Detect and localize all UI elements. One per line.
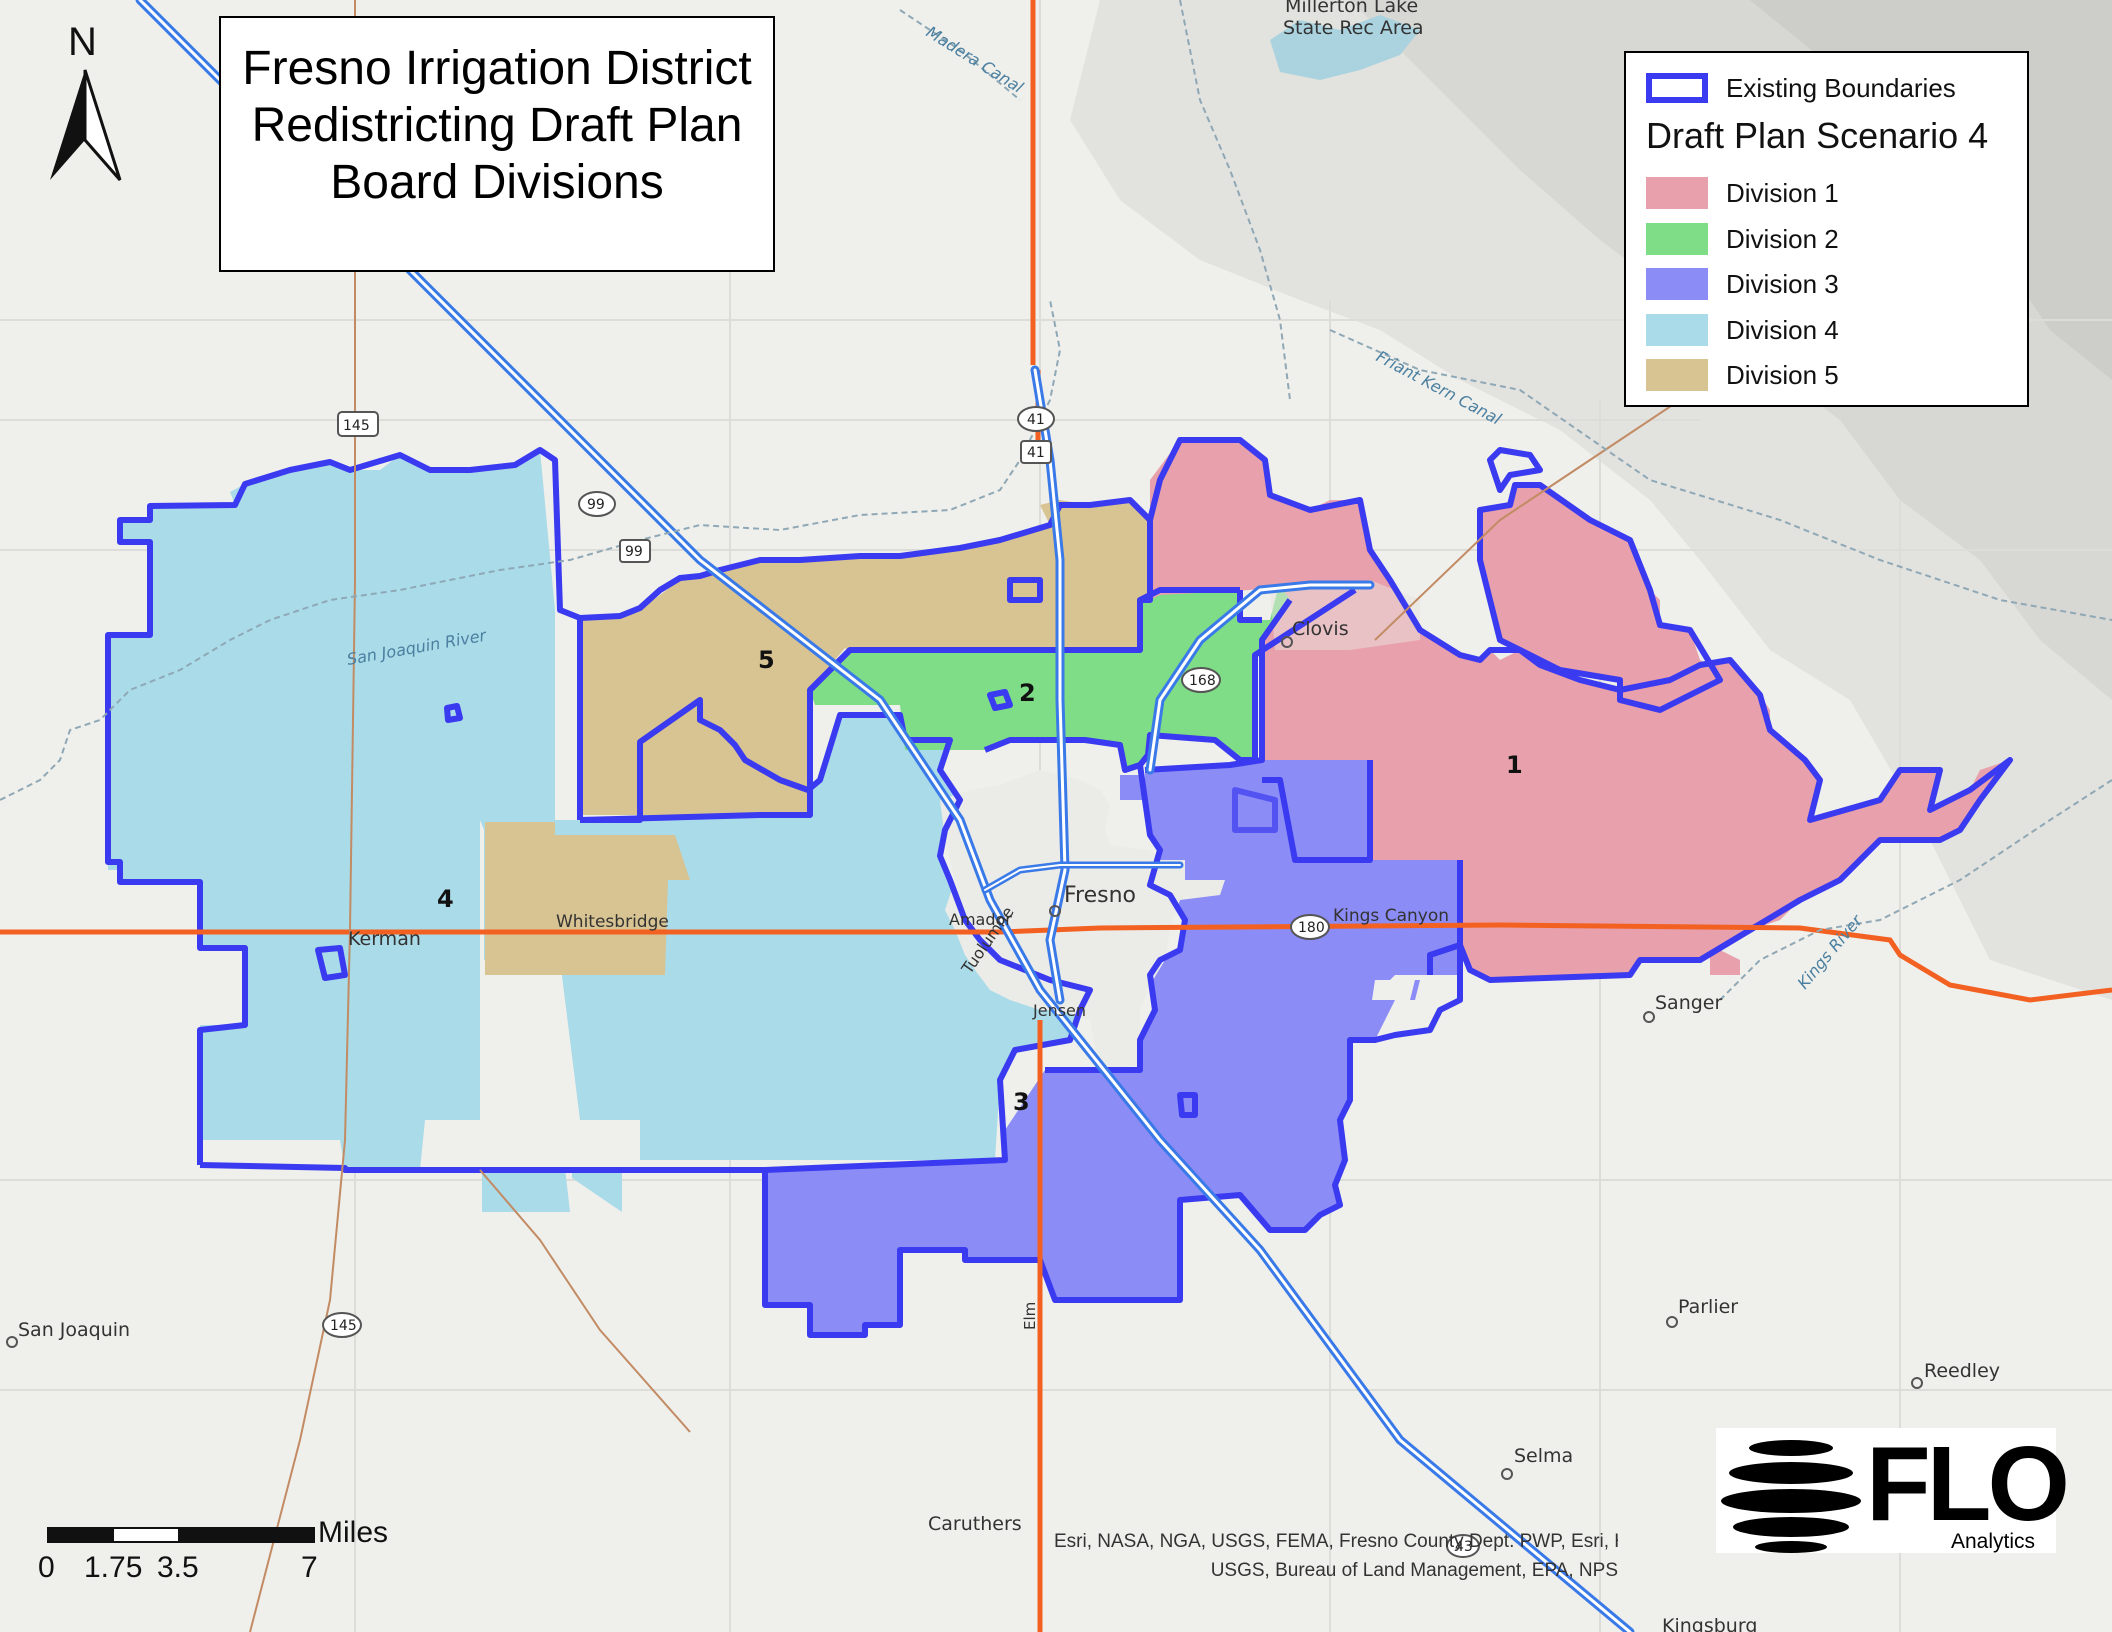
division-5-number: 5 [758,646,775,674]
logo-mark-icon [1721,1440,1861,1553]
north-label: N [68,20,97,64]
scale-unit: Miles [318,1516,389,1549]
place-labels: Fresno Clovis Sanger Kerman Whitesbridge… [6,0,2000,1632]
legend-division-2: Division 2 [1646,221,1839,257]
svg-text:41: 41 [1027,445,1045,461]
scale-tick-1: 1.75 [84,1551,143,1584]
state-roads [249,0,1681,1632]
place-millerton-1: Millerton Lake [1285,0,1418,17]
legend-label-3: Division 3 [1726,268,1839,299]
route-shields: 145 99 99 41 41 168 180 145 43 [322,406,1480,1558]
shield-41-b [1020,440,1052,464]
title-line-3: Board Divisions [330,156,664,209]
legend-swatch-3 [1646,268,1708,300]
map-title-box: Fresno Irrigation District Redistricting… [219,16,775,272]
legend-division-1: Division 1 [1646,175,1839,211]
svg-text:145: 145 [343,418,370,434]
svg-text:99: 99 [625,544,643,560]
shield-180 [1290,914,1330,940]
svg-text:99: 99 [587,497,605,513]
shield-168 [1181,667,1221,693]
map-attribution: Esri, NASA, NGA, USGS, FEMA, Fresno Coun… [1054,1527,1618,1585]
selma-dot [1501,1468,1513,1480]
shield-99-a [578,491,616,517]
place-millerton-2: State Rec Area [1283,17,1424,39]
logo-name: FLO [1866,1425,2070,1543]
legend-division-3: Division 3 [1646,266,1839,302]
place-caruthers: Caruthers [928,1513,1022,1535]
legend-heading: Draft Plan Scenario 4 [1646,115,1989,156]
division-4-number: 4 [437,885,454,913]
shield-145-south [322,1312,362,1338]
division-3-area [765,760,1460,1335]
legend-label-2: Division 2 [1726,223,1839,254]
scale-tick-2: 3.5 [157,1551,199,1584]
svg-text:43: 43 [1455,1539,1473,1555]
shield-43 [1446,1534,1480,1558]
waterways-lines [0,0,2112,1001]
shield-99-b [619,539,651,563]
legend-existing-swatch [1646,73,1708,103]
legend-swatch-4 [1646,314,1708,346]
legend-swatch-1 [1646,177,1708,209]
division-2-number: 2 [1019,679,1036,707]
attribution-line-1: Esri, NASA, NGA, USGS, FEMA, Fresno Coun… [1054,1531,1618,1552]
division-3-number: 3 [1013,1088,1030,1116]
legend-existing-row: Existing Boundaries [1646,70,1956,106]
legend-division-5: Division 5 [1646,357,1839,393]
division-4-lobe-2 [572,1168,622,1212]
sanger-dot [1643,1011,1655,1023]
clovis-dot [1281,636,1293,648]
title-line-1: Fresno Irrigation District [242,42,752,95]
shield-41-a [1017,406,1055,432]
scale-bar-graphic [47,1527,315,1543]
division-4-lobe [482,1168,570,1212]
legend-division-4: Division 4 [1646,312,1839,348]
logo-subtitle: Analytics [1951,1530,2036,1553]
place-whitesbridge: Whitesbridge [556,912,669,932]
fresno-dot [1049,905,1061,917]
place-kingsburg: Kingsburg [1662,1615,1757,1632]
place-sanger: Sanger [1655,992,1722,1014]
map-legend: Existing Boundaries Draft Plan Scenario … [1624,51,2029,407]
place-amador: Amador [949,910,1012,929]
place-reedley: Reedley [1924,1360,2000,1382]
scale-tick-0: 0 [38,1551,55,1584]
place-parlier: Parlier [1678,1296,1738,1318]
flo-analytics-logo: FLO Analytics [1716,1425,2070,1553]
fresno-urban-core [940,770,1225,1070]
title-line-2: Redistricting Draft Plan [251,99,743,152]
place-elm: Elm [1021,1302,1039,1330]
legend-swatch-2 [1646,223,1708,255]
parlier-dot [1666,1316,1678,1328]
legend-label-5: Division 5 [1726,359,1839,390]
svg-text:180: 180 [1298,920,1325,936]
reedley-dot [1911,1377,1923,1389]
division-1-number: 1 [1506,751,1523,779]
millerton-lake [1270,15,1420,80]
place-jensen: Jensen [1032,1001,1086,1020]
north-arrow-icon [50,69,122,181]
place-kerman: Kerman [348,928,421,950]
place-kings-canyon: Kings Canyon [1333,906,1449,926]
legend-label-1: Division 1 [1726,177,1839,208]
legend-swatch-5 [1646,359,1708,391]
attribution-line-2: USGS, Bureau of Land Management, EPA, NP… [1210,1560,1618,1581]
place-selma: Selma [1514,1445,1573,1467]
legend-label-4: Division 4 [1726,314,1839,345]
scale-tick-3: 7 [301,1551,318,1584]
svg-text:168: 168 [1189,673,1216,689]
place-san-joaquin: San Joaquin [18,1319,130,1341]
place-fresno: Fresno [1064,883,1136,908]
san-joaquin-dot [6,1336,18,1348]
svg-text:145: 145 [330,1318,357,1334]
existing-boundaries [105,437,2013,1338]
legend-existing-label: Existing Boundaries [1726,72,1956,103]
division-2-area [810,560,1355,770]
svg-text:41: 41 [1027,412,1045,428]
place-clovis: Clovis [1292,618,1349,640]
shield-145-north [337,411,379,437]
